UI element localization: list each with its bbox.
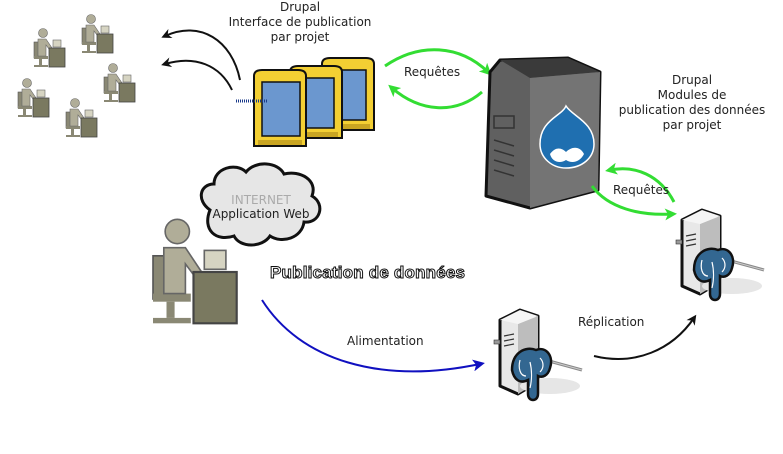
postgresql-master-server-icon bbox=[492, 308, 584, 402]
label-line: Interface de publication bbox=[228, 15, 372, 29]
replication-label: Réplication bbox=[578, 315, 645, 329]
label-line: par projet bbox=[270, 30, 330, 44]
monitor-stack-icon bbox=[236, 57, 375, 147]
label-line: publication des données bbox=[618, 103, 766, 117]
web-application-label: Application Web bbox=[212, 207, 310, 221]
response-arrow-2 bbox=[161, 57, 233, 91]
label-line: Drupal bbox=[279, 0, 321, 14]
alimentation-label: Alimentation bbox=[347, 334, 424, 348]
requests-label-right: Requêtes bbox=[613, 183, 670, 197]
internet-label: INTERNET bbox=[231, 193, 291, 207]
cloud-label: INTERNET Application Web bbox=[206, 193, 316, 221]
response-arrow-1 bbox=[161, 28, 241, 81]
drupal-server-icon bbox=[484, 56, 602, 210]
drupal-modules-label: Drupal Modules de publication des donnée… bbox=[612, 73, 772, 133]
requests-arrow-to-db bbox=[590, 185, 677, 221]
requests-arrow-to-drupal bbox=[605, 162, 676, 203]
publication-label: Publication de données bbox=[269, 263, 466, 283]
drupal-interface-label: Drupal Interface de publication par proj… bbox=[220, 0, 380, 45]
label-line: par projet bbox=[662, 118, 722, 132]
replication-arrow bbox=[593, 314, 697, 360]
alimentation-arrow bbox=[261, 299, 485, 373]
requests-arrow-to-server bbox=[384, 48, 492, 76]
office-workers-icon bbox=[17, 14, 136, 138]
cloud-icon bbox=[199, 162, 322, 247]
postgresql-replica-server-icon bbox=[674, 208, 766, 302]
requests-label-top: Requêtes bbox=[404, 65, 461, 79]
label-line: Drupal bbox=[671, 73, 713, 87]
requests-arrow-to-screens bbox=[388, 84, 483, 110]
label-line: Modules de bbox=[657, 88, 727, 102]
